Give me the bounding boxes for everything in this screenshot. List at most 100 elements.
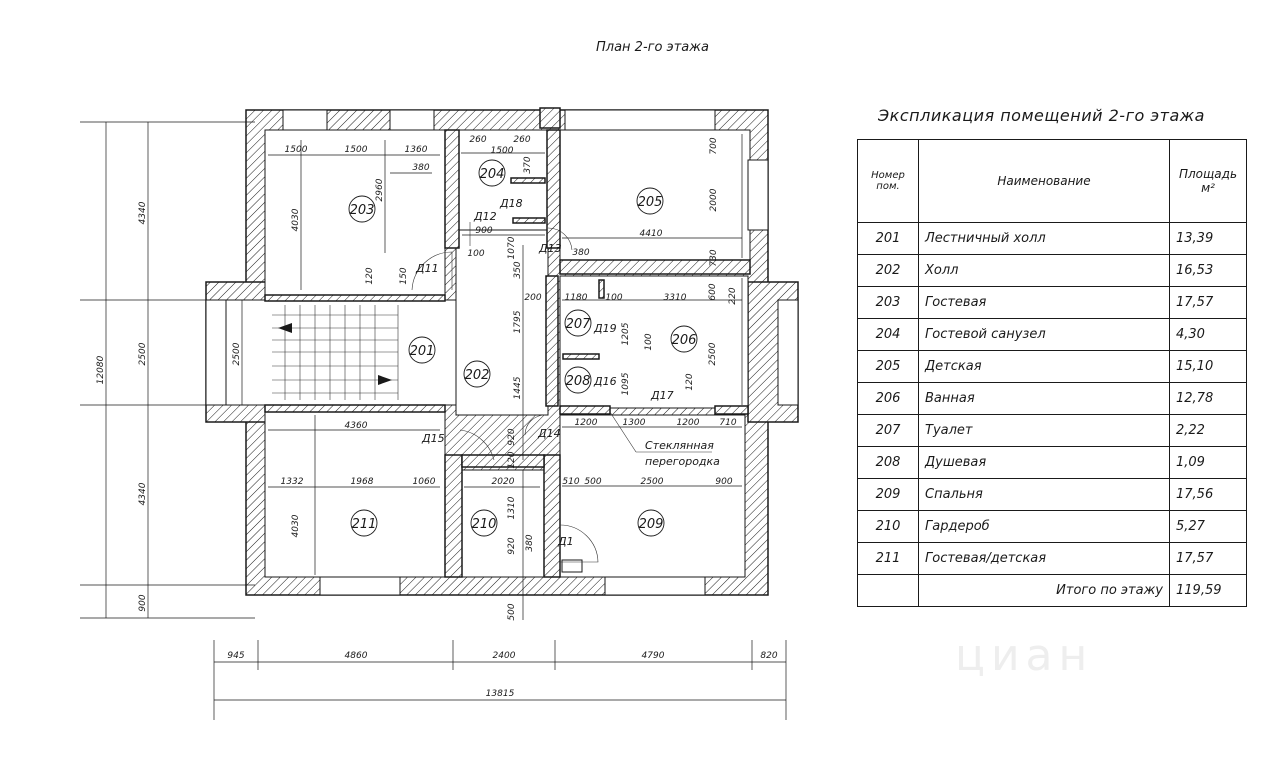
- dim-bottom-1: 945: [227, 651, 244, 661]
- dim-206-l: 2500: [708, 342, 718, 365]
- room-labels: 203 204 205 201 202 207 208 206 211 210 …: [348, 159, 698, 537]
- room-name-cell: Лестничный холл: [918, 222, 1170, 255]
- dim-204-a: 260: [469, 135, 486, 145]
- windows: [205, 109, 799, 596]
- header-num: Номер пом.: [857, 139, 919, 223]
- dim-203-c: 1360: [405, 145, 428, 155]
- dim-bottom-3: 2400: [493, 651, 516, 661]
- dim-203-h: 150: [399, 267, 409, 284]
- room-name-cell: Гостевой санузел: [918, 318, 1170, 351]
- room-208: 208: [566, 374, 591, 389]
- room-interiors: [225, 129, 751, 578]
- room-203: 203: [350, 203, 375, 218]
- explication-total-row: Итого по этажу 119,59: [857, 574, 1247, 607]
- dim-misc-e: 710: [719, 418, 736, 428]
- dim-211-e: 4030: [291, 514, 301, 537]
- room-name-cell: Душевая: [918, 446, 1170, 479]
- dim-206-m: 350: [513, 261, 523, 278]
- dim-left-inner: 2500: [232, 342, 242, 365]
- dim-206-b: 1180: [565, 293, 588, 303]
- dim-204-g: 1070: [507, 236, 517, 259]
- total-value: 119,59: [1169, 574, 1247, 607]
- room-number-cell: 205: [857, 350, 919, 383]
- room-name-cell: Детская: [918, 350, 1170, 383]
- dim-211-d: 1060: [413, 477, 436, 487]
- dim-left-4: 900: [138, 594, 148, 611]
- room-area-cell: 17,56: [1169, 478, 1247, 511]
- door-labels: Д1 Д11 Д12 Д13 Д14 Д15 Д16 Д17 Д18 Д19 С…: [415, 197, 720, 548]
- room-number-cell: 208: [857, 446, 919, 479]
- dim-205-d: 380: [572, 248, 589, 258]
- room-211: 211: [352, 517, 377, 532]
- room-area-cell: 5,27: [1169, 510, 1247, 543]
- door-d19: Д19: [593, 322, 617, 335]
- dim-204-f: 100: [467, 249, 484, 259]
- dim-210-a: 2020: [492, 477, 515, 487]
- glass-partition-leader: [609, 411, 712, 453]
- dim-misc-b: 1200: [575, 418, 598, 428]
- dim-206-j: 1095: [621, 372, 631, 395]
- room-area-cell: 13,39: [1169, 222, 1247, 255]
- room-204: 204: [480, 167, 505, 182]
- dim-205-b: 2000: [709, 188, 719, 211]
- room-number-cell: 211: [857, 542, 919, 575]
- dim-210-c: 920: [507, 537, 517, 554]
- dim-206-k: 120: [685, 373, 695, 390]
- dim-204-b: 260: [513, 135, 530, 145]
- total-label: Итого по этажу: [918, 574, 1170, 607]
- dim-209-a: 510: [562, 477, 579, 487]
- room-207: 207: [566, 317, 592, 332]
- room-210: 210: [472, 517, 497, 532]
- watermark-logo: циан: [955, 630, 1094, 681]
- dim-left-1: 4340: [138, 201, 148, 224]
- door-d13: Д13: [538, 242, 562, 255]
- dim-203-e: 4030: [291, 208, 301, 231]
- dim-205-a: 700: [709, 137, 719, 154]
- dim-overall-width: 13815: [486, 689, 515, 699]
- room-203-marker: [348, 195, 376, 223]
- room-name-cell: Гостевая: [918, 286, 1170, 319]
- dim-204-c: 1500: [491, 146, 514, 156]
- door-d14: Д14: [537, 427, 561, 440]
- dim-205-e: 730: [709, 249, 719, 266]
- room-206: 206: [672, 333, 697, 348]
- room-name-cell: Спальня: [918, 478, 1170, 511]
- dim-211-c: 1968: [351, 477, 374, 487]
- room-area-cell: 15,10: [1169, 350, 1247, 383]
- room-name-cell: Ванная: [918, 382, 1170, 415]
- dim-misc-d: 1200: [677, 418, 700, 428]
- room-number-cell: 210: [857, 510, 919, 543]
- dim-211-b: 1332: [281, 477, 304, 487]
- dim-206-g: 1795: [513, 310, 523, 333]
- dimension-texts: 945 4860 2400 4790 820 13815 4340 2500 4…: [96, 135, 778, 699]
- dim-211-a: 4360: [345, 421, 368, 431]
- dim-bottom-2: 4860: [345, 651, 368, 661]
- room-number-cell: 207: [857, 414, 919, 447]
- room-name-cell: Холл: [918, 254, 1170, 287]
- door-d16: Д16: [593, 375, 617, 388]
- dim-206-f: 220: [728, 287, 738, 304]
- staircase: [272, 305, 399, 400]
- explication-title: Экспликация помещений 2-го этажа: [878, 106, 1205, 125]
- room-209: 209: [639, 517, 664, 532]
- door-d12: Д12: [473, 210, 497, 223]
- dim-bottom-5: 820: [760, 651, 777, 661]
- dimension-lines: [80, 121, 787, 720]
- glass-partition-line2: перегородка: [645, 455, 720, 468]
- room-number-cell: 204: [857, 318, 919, 351]
- room-name-cell: Гардероб: [918, 510, 1170, 543]
- dim-206-h: 1205: [621, 322, 631, 345]
- room-area-cell: 1,09: [1169, 446, 1247, 479]
- dim-203-a: 1500: [285, 145, 308, 155]
- dim-206-c: 100: [605, 293, 622, 303]
- dim-210-e: 500: [507, 603, 517, 620]
- door-d11: Д11: [415, 262, 439, 275]
